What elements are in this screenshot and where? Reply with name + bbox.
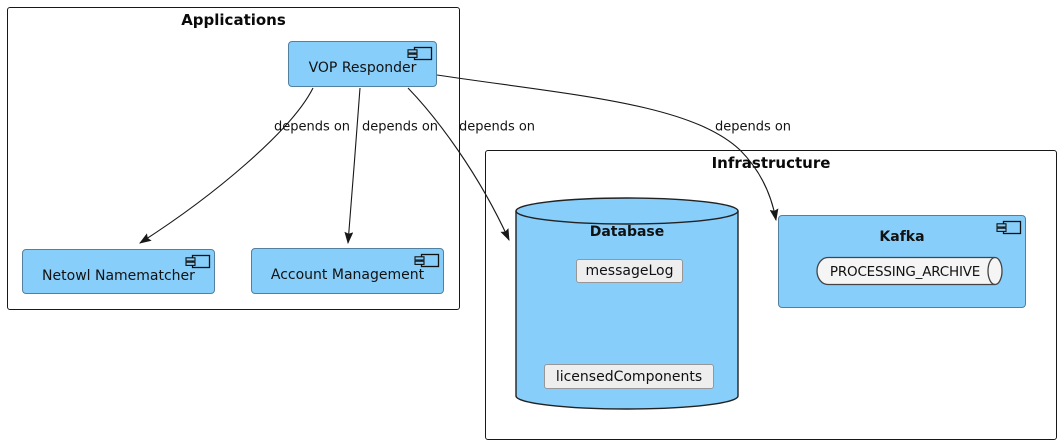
component-icon [407, 46, 433, 61]
component-icon [996, 220, 1022, 235]
node-label: Kafka [879, 229, 925, 245]
node-label: VOP Responder [308, 60, 417, 76]
database-title: Database [589, 224, 665, 240]
edge-label-depends-on-2: depends on [361, 119, 439, 135]
edge-label-depends-on-3: depends on [458, 119, 536, 135]
node-vop-responder: VOP Responder [288, 41, 437, 87]
db-item-message-log: messageLog [576, 259, 683, 283]
edge-label-depends-on-4: depends on [714, 119, 792, 135]
node-netowl-namematcher: Netowl Namematcher [22, 249, 215, 294]
db-item-label: licensedComponents [555, 368, 703, 385]
node-label: Account Management [270, 267, 425, 283]
node-account-management: Account Management [251, 248, 444, 294]
group-title-infrastructure: Infrastructure [711, 154, 831, 172]
edge-label-depends-on-1: depends on [273, 119, 351, 135]
queue-label-processing-archive: PROCESSING_ARCHIVE [829, 263, 981, 280]
component-icon [414, 253, 440, 268]
db-item-label: messageLog [585, 263, 674, 279]
component-icon [185, 254, 211, 269]
node-label: Netowl Namematcher [42, 267, 195, 284]
group-title-applications: Applications [181, 11, 286, 29]
db-item-licensed-components: licensedComponents [544, 364, 714, 389]
